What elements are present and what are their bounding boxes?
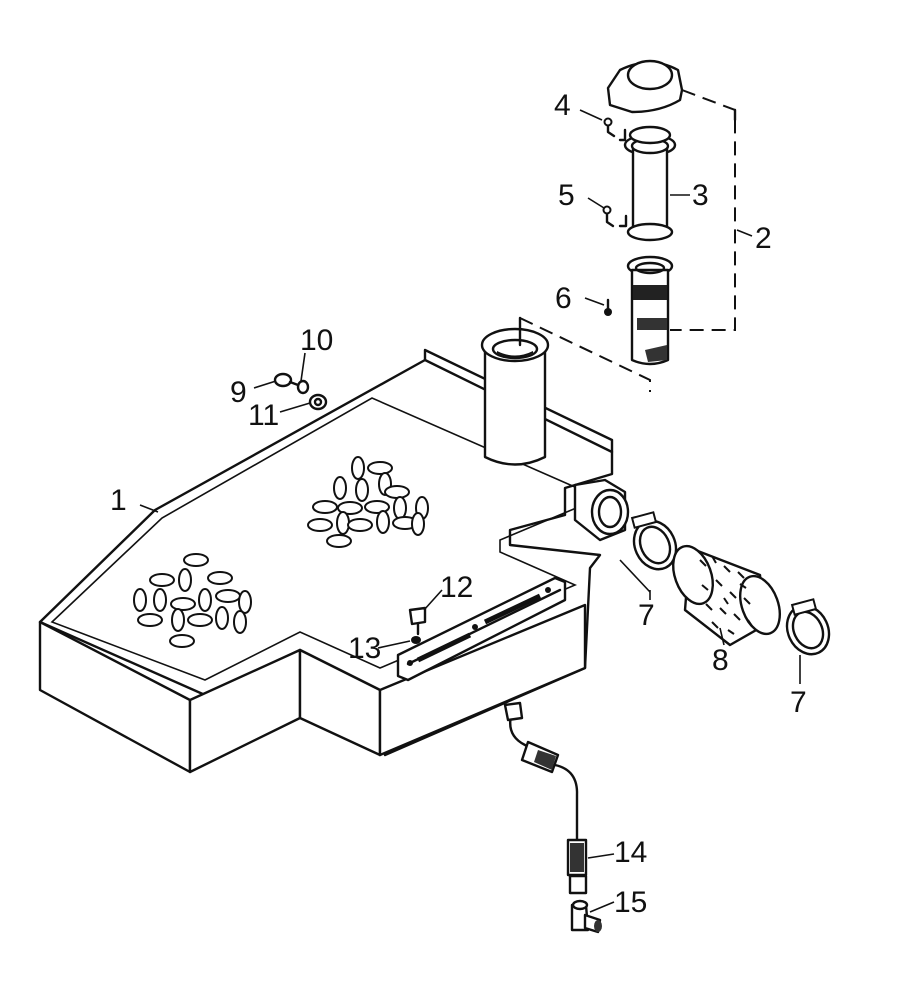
mounting-rail: [396, 576, 567, 682]
screw-4: [603, 117, 627, 142]
assembly-line-pipe: [519, 317, 651, 392]
filler-pipe-lower: [626, 255, 674, 366]
assembly-line-cap: [670, 89, 736, 331]
screw-6: [604, 298, 612, 316]
callout-15: 15: [614, 886, 647, 919]
callout-10: 10: [300, 324, 333, 357]
callout-13: 13: [348, 632, 381, 665]
callout-3: 3: [692, 179, 709, 212]
washer-11: [308, 393, 328, 411]
filler-pipe-upper: [623, 125, 677, 242]
callout-14: 14: [614, 836, 647, 869]
callout-12: 12: [440, 571, 473, 604]
washer-13: [411, 636, 421, 644]
callout-labels: 1 2 3 4 5 6 7 7 8 9 10 11 12 13 14 15: [110, 89, 807, 919]
tank-filler-neck: [480, 316, 550, 466]
screw-5: [602, 205, 628, 228]
callout-7-upper: 7: [638, 599, 655, 632]
fuel-tank: [38, 348, 614, 774]
callout-4: 4: [554, 89, 571, 122]
screw-12: [408, 606, 427, 636]
callout-9: 9: [230, 376, 247, 409]
filter-sleeve: [672, 544, 781, 647]
bolt-9: [273, 372, 300, 388]
washer-10: [296, 379, 310, 395]
hose-clamp-upper: [630, 511, 678, 571]
tank-vent-pattern-left: [133, 553, 252, 648]
filler-cap: [606, 59, 684, 114]
callout-2: 2: [755, 222, 772, 255]
callout-5: 5: [558, 179, 575, 212]
tank-vent-pattern-right: [307, 456, 429, 548]
callout-7-lower: 7: [790, 686, 807, 719]
callout-8: 8: [712, 644, 729, 677]
fuel-line: [503, 701, 588, 895]
tank-outlet-stub: [573, 478, 630, 542]
hose-clamp-lower: [785, 598, 831, 656]
callout-11: 11: [248, 399, 279, 432]
callout-6: 6: [555, 282, 572, 315]
elbow-fitting: [570, 899, 602, 934]
callout-1: 1: [110, 484, 127, 517]
leader-lines: [139, 109, 801, 913]
